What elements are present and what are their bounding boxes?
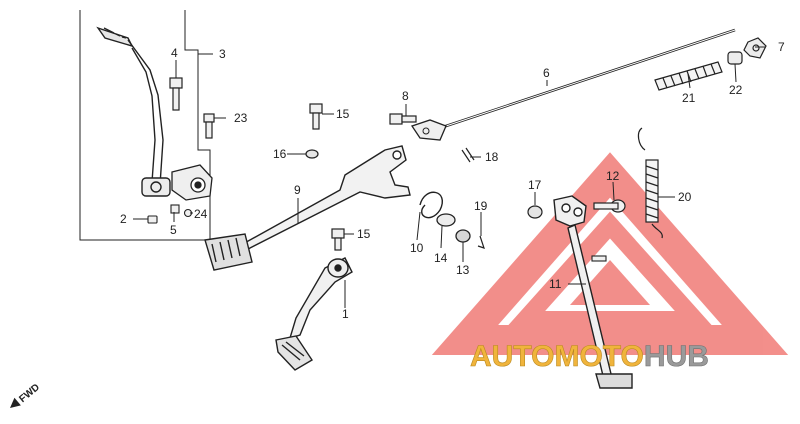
callout-13: 13 [456, 263, 470, 277]
callout-1: 1 [342, 307, 349, 321]
pin-19-part [477, 235, 485, 249]
callout-12: 12 [606, 169, 620, 183]
small-parts-2-5-24 [147, 204, 193, 224]
bolt-15-top-part [309, 103, 323, 130]
callout-5: 5 [170, 223, 177, 237]
callout-6: 6 [543, 66, 550, 80]
spring-20-part [637, 127, 663, 239]
bolt-23-part [203, 113, 215, 139]
side-stand-part [553, 195, 633, 389]
bolt-8-part [389, 113, 417, 125]
callout-17: 17 [528, 178, 542, 192]
kick-starter-part [275, 257, 353, 371]
fwd-arrow-icon [10, 397, 21, 408]
callout-labels: 1 2 3 4 5 6 7 8 9 10 11 12 13 14 15 15 1… [120, 40, 785, 321]
cable-part [410, 28, 736, 141]
callout-15-top: 15 [336, 107, 350, 121]
watermark-text-part1: AUTOMOTO [470, 340, 644, 373]
callout-20: 20 [678, 190, 692, 204]
callout-18: 18 [485, 150, 499, 164]
callout-3: 3 [219, 47, 226, 61]
spring-10-part [419, 191, 443, 219]
svg-text:AUTOMOTOHUB: AUTOMOTOHUB [470, 340, 709, 373]
watermark-text-part2: HUB [644, 340, 709, 373]
callout-19: 19 [474, 199, 488, 213]
callout-22: 22 [729, 83, 743, 97]
callout-16: 16 [273, 147, 287, 161]
callout-23: 23 [234, 111, 248, 125]
washer-14-part [436, 213, 456, 227]
washer-16-part [305, 149, 319, 159]
small-pin-part [591, 255, 607, 262]
kick-arm-part [96, 26, 171, 197]
callout-21: 21 [682, 91, 696, 105]
callout-10: 10 [410, 241, 424, 255]
bolt-12-part [593, 199, 626, 213]
fwd-label: FWD [17, 382, 42, 405]
wing-nut-7-part [743, 37, 767, 59]
bolt-4-part [169, 77, 183, 111]
callout-9: 9 [294, 183, 301, 197]
bolt-15-lower-part [331, 228, 345, 251]
nut-17-part [527, 205, 543, 219]
watermark-logo [431, 152, 789, 355]
fwd-indicator: FWD [10, 382, 42, 408]
callout-7: 7 [778, 40, 785, 54]
callout-11: 11 [549, 277, 562, 291]
callout-24: 24 [194, 207, 208, 221]
callout-8: 8 [402, 89, 409, 103]
callout-15-lower: 15 [357, 227, 371, 241]
brake-pedal-part [204, 145, 411, 271]
pivot-bracket-part [171, 164, 213, 201]
callout-2: 2 [120, 212, 127, 226]
group-outline [79, 10, 211, 241]
cotter-pin-18-part [461, 147, 475, 163]
adjuster-nut-22-part [727, 51, 743, 65]
nut-13-part [455, 229, 471, 243]
callout-4: 4 [171, 46, 178, 60]
leader-lines [133, 46, 766, 308]
watermark-text: AUTOMOTOHUB [470, 340, 710, 374]
callout-14: 14 [434, 251, 448, 265]
